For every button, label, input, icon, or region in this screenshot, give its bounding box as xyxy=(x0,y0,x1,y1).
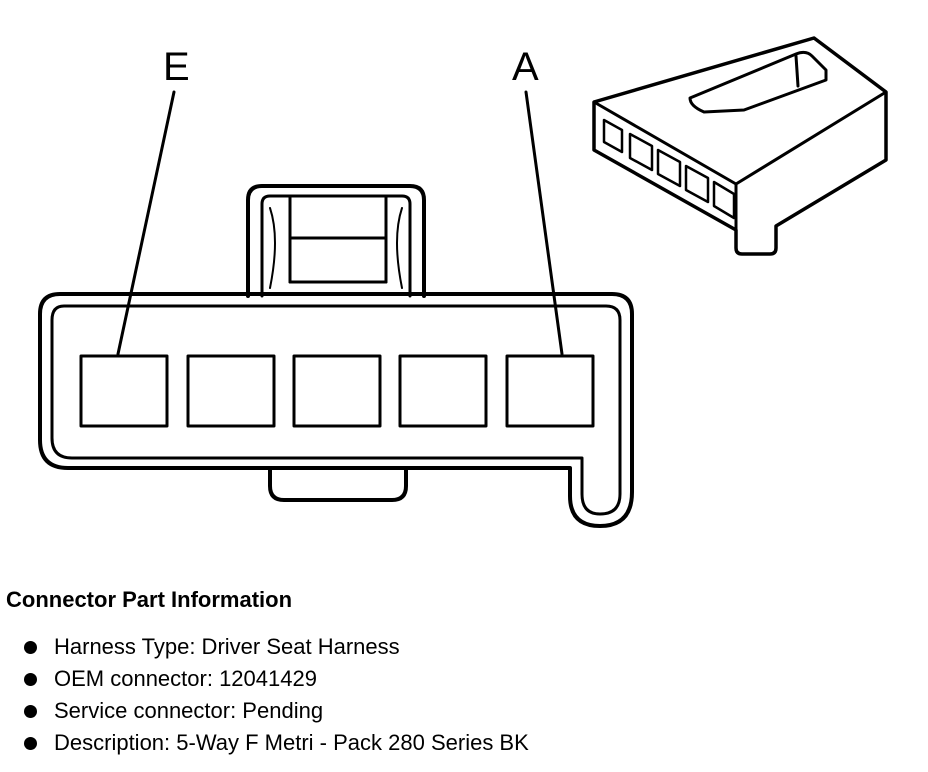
connector-part-info: Connector Part Information Harness Type:… xyxy=(6,586,906,759)
list-item-text: Description: 5-Way F Metri - Pack 280 Se… xyxy=(54,730,529,755)
connector-lock-tab xyxy=(246,184,426,298)
list-item-harness-type: Harness Type: Driver Seat Harness xyxy=(6,631,906,663)
bullet-icon xyxy=(24,705,37,718)
cavity-2 xyxy=(186,354,276,428)
list-item-text: OEM connector: 12041429 xyxy=(54,666,317,691)
cavity-1 xyxy=(79,354,169,428)
pin-label-e: E xyxy=(163,45,190,89)
connector-body xyxy=(38,292,634,528)
cavity-5 xyxy=(505,354,595,428)
list-item-text: Service connector: Pending xyxy=(54,698,324,723)
connector-3d-view xyxy=(592,36,888,256)
bullet-icon xyxy=(24,673,37,686)
cavity-3 xyxy=(292,354,382,428)
cavity-row xyxy=(79,354,595,428)
bullet-icon xyxy=(24,641,37,654)
list-item-text: Harness Type: Driver Seat Harness xyxy=(54,634,400,659)
list-item-description: Description: 5-Way F Metri - Pack 280 Se… xyxy=(6,727,906,759)
bullet-icon xyxy=(24,737,37,750)
list-item-oem-connector: OEM connector: 12041429 xyxy=(6,663,906,695)
leader-line-e xyxy=(116,90,176,356)
cavity-4 xyxy=(398,354,488,428)
section-title: Connector Part Information xyxy=(6,587,293,612)
info-list: Harness Type: Driver Seat Harness OEM co… xyxy=(6,631,906,759)
connector-diagram: E A xyxy=(38,36,888,528)
list-item-service-connector: Service connector: Pending xyxy=(6,695,906,727)
pin-label-a: A xyxy=(512,45,539,89)
leader-line-a xyxy=(524,90,564,356)
